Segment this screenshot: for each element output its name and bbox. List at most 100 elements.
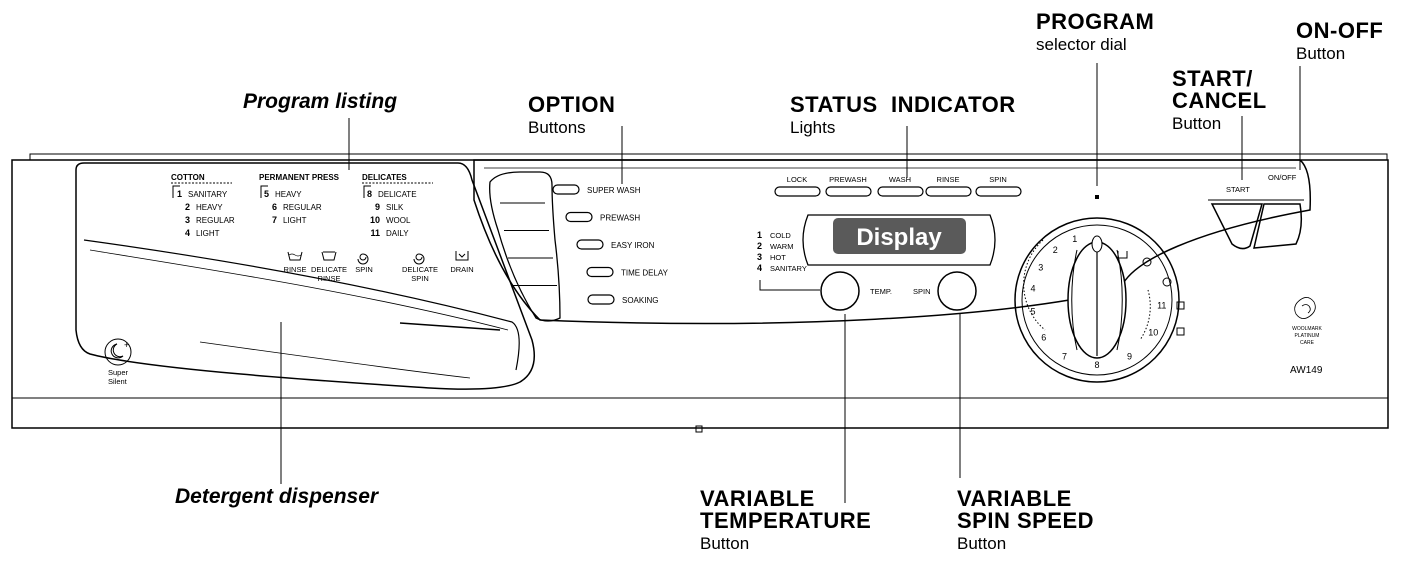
pp-item-label: REGULAR [283, 203, 322, 212]
display-label: Display [856, 224, 942, 251]
status-label-lock: LOCK [787, 175, 807, 184]
option-label-4: TIME DELAY [621, 269, 669, 278]
program-listing-title: Program listing [243, 90, 398, 113]
delicate-item-num: 10 [370, 215, 380, 225]
status-light-prewash [825, 186, 872, 197]
start-cancel-sub: Button [1172, 114, 1222, 133]
pp-item-num: 5 [264, 189, 269, 199]
spin-icon [357, 253, 369, 265]
drain-icon [455, 251, 469, 261]
temp-num-1: 1 [757, 230, 762, 240]
cotton-bracket [172, 185, 180, 198]
detergent-callout: Detergent dispenser [175, 486, 378, 507]
var-spin-title1: VARIABLE [957, 486, 1072, 511]
cotton-item-label: REGULAR [196, 216, 235, 225]
var-temp-title1: VARIABLE [700, 486, 815, 511]
leader-lines [280, 63, 1301, 503]
on-off-button[interactable] [1253, 203, 1303, 249]
status-label-spin: SPIN [989, 175, 1007, 184]
dial-number-7: 7 [1062, 351, 1067, 361]
option-label-1: SUPER WASH [587, 186, 641, 195]
cotton-item-label: SANITARY [188, 190, 228, 199]
spin-speed-button[interactable] [937, 271, 977, 311]
on-off-callout: ON-OFF Button [1296, 18, 1384, 63]
start-cancel-title2: CANCEL [1172, 88, 1267, 113]
display-screen [833, 218, 966, 254]
woolmark-icon [1294, 297, 1316, 319]
dial-icon-rinse [1176, 301, 1185, 310]
start-cancel-button[interactable] [1210, 203, 1263, 250]
delicate-item-label: WOOL [386, 216, 411, 225]
program-dial-callout: PROGRAM selector dial [1036, 11, 1154, 54]
temp-label-warm: WARM [770, 242, 793, 251]
option-led-1 [552, 184, 580, 195]
var-spin-sub: Button [957, 534, 1007, 553]
panel-body [11, 159, 1389, 429]
model-number: AW149 [1290, 365, 1323, 376]
display-bezel [802, 214, 996, 266]
delicate-item-num: 9 [375, 202, 380, 212]
option-label-2: PREWASH [600, 214, 640, 223]
dial-index-mark [1095, 195, 1099, 199]
option-sub: Buttons [528, 118, 586, 137]
dial-pointer [1091, 235, 1103, 253]
temperature-button[interactable] [820, 271, 860, 311]
option-led-4 [586, 266, 614, 278]
start-cancel-title1: START/ [1172, 66, 1253, 91]
super-silent-circle [104, 338, 132, 366]
dial-bezel [1014, 217, 1180, 383]
temp-num-2: 2 [757, 241, 762, 251]
control-fascia [473, 159, 1312, 325]
dial-number-4: 4 [1030, 284, 1035, 294]
var-spin-callout: VARIABLE SPIN SPEED Button [957, 486, 1094, 553]
status-sub: Lights [790, 118, 836, 137]
status-callout: STATUS INDICATOR Lights [790, 92, 1016, 137]
dial-number-10: 10 [1148, 328, 1158, 338]
dial-icon-delicate-spin [1162, 277, 1172, 287]
temp-label-cold: COLD [770, 231, 791, 240]
dial-icon-delicate-rinse [1176, 327, 1185, 336]
permanent-press-heading: PERMANENT PRESS [259, 173, 340, 182]
program-listing-callout: Program listing [243, 91, 397, 112]
woolmark-line3: CARE [1300, 340, 1315, 346]
delicates-heading: DELICATES [362, 173, 407, 182]
dial-number-5: 5 [1030, 306, 1035, 316]
option-led-3 [576, 239, 604, 250]
option-button-housing [489, 171, 561, 322]
status-title: STATUS INDICATOR [790, 92, 1016, 117]
delicate-rinse-icon [321, 251, 337, 261]
option-callout: OPTION Buttons [528, 92, 616, 137]
temp-label-sanitary: SANITARY [770, 264, 807, 273]
pp-item-label: LIGHT [283, 216, 307, 225]
status-light-spin [975, 186, 1022, 197]
rinse-label: RINSE [284, 265, 307, 274]
delicate-rinse-label1: DELICATE [311, 265, 347, 274]
panel-tab [695, 425, 703, 433]
var-temp-title2: TEMPERATURE [700, 508, 872, 533]
cotton-item-label: LIGHT [196, 229, 220, 238]
dial-dotted-arc-left [1023, 239, 1046, 331]
delicate-rinse-label2: RINSE [318, 274, 341, 283]
var-temp-sub: Button [700, 534, 750, 553]
rinse-icon [287, 251, 303, 261]
status-label-wash: WASH [889, 175, 911, 184]
on-off-sub: Button [1296, 44, 1346, 63]
spin-label: SPIN [355, 265, 373, 274]
dispenser-handle-line [199, 341, 471, 379]
cotton-item-num: 2 [185, 202, 190, 212]
option-led-2 [565, 211, 593, 223]
status-light-lock [774, 186, 821, 197]
star-icon: + [124, 340, 129, 350]
super-silent-line2: Silent [108, 377, 128, 386]
cycle-icons: RINSE DELICATE RINSE SPIN DELICATE SPIN … [284, 251, 474, 283]
status-label-rinse: RINSE [937, 175, 960, 184]
super-silent-badge: + Super Silent [104, 338, 132, 386]
option-title: OPTION [528, 92, 616, 117]
on-off-title: ON-OFF [1296, 18, 1384, 43]
